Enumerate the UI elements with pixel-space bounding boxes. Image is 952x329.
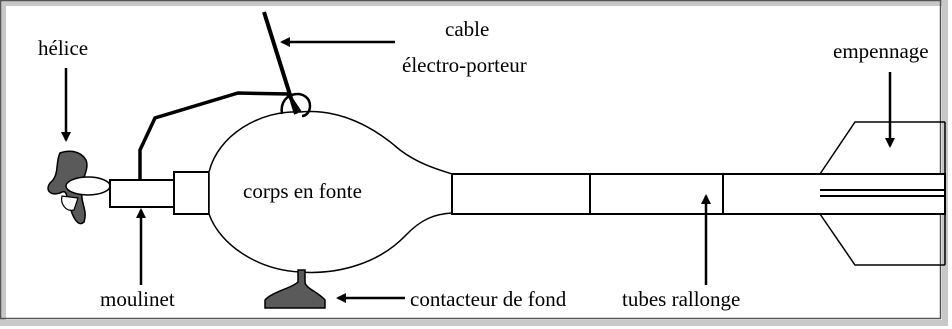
label-empennage: empennage — [833, 39, 929, 63]
body-collar — [173, 171, 210, 215]
label-contacteur: contacteur de fond — [410, 287, 567, 311]
frame-border — [0, 0, 942, 320]
label-helice: hélice — [38, 36, 88, 60]
moulinet-shaft — [109, 179, 175, 208]
extension-tubes — [451, 173, 946, 215]
label-cable-line1: cable — [445, 17, 489, 41]
label-corps: corps en fonte — [243, 179, 362, 203]
propeller — [47, 150, 111, 225]
label-tubes: tubes rallonge — [622, 287, 740, 311]
cable — [138, 11, 312, 180]
bottom-contact — [264, 269, 326, 309]
label-moulinet: moulinet — [100, 287, 175, 311]
label-cable-line2: électro-porteur — [402, 53, 527, 77]
tail-fins — [819, 121, 946, 266]
